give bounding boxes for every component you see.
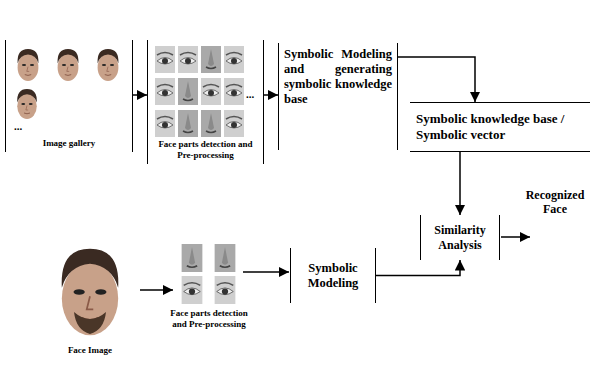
part-thumbnail: [178, 78, 198, 105]
process-box: Similarity Analysis: [420, 215, 500, 260]
query-face: [62, 249, 119, 336]
text-block: Face parts detection and Pre-processing: [151, 139, 260, 161]
input-label: Face Image: [50, 345, 130, 356]
part-thumbnail: [201, 78, 221, 105]
part-thumbnail: [178, 110, 198, 137]
node-text: Similarity Analysis: [424, 223, 496, 252]
node-text: Image gallery: [9, 138, 129, 149]
text-block: Similarity Analysis: [424, 223, 496, 252]
ellipsis: ...: [246, 88, 262, 101]
part-thumbnail: [215, 244, 236, 272]
part-thumbnail: [201, 46, 221, 73]
flow-arrow: [243, 271, 289, 273]
part-thumbnail: [182, 276, 203, 304]
process-box: Face parts detection and Pre-processing: [147, 40, 264, 164]
flow-arrow: [459, 152, 461, 215]
part-thumbnail: [182, 244, 203, 272]
node-text: Face parts detection and Pre-processing: [151, 139, 260, 161]
part-thumbnail: [224, 78, 244, 105]
part-thumbnail: [155, 46, 175, 73]
text-block: Symbolic knowledge base / Symbolic vecto…: [416, 111, 584, 142]
beard: [74, 312, 106, 334]
gallery-box: Image gallery: [5, 40, 133, 152]
part-thumbnail: [224, 46, 244, 73]
flow-arrow: [398, 57, 475, 102]
text-block: Symbolic Modeling: [294, 261, 372, 291]
gallery-face: [58, 49, 79, 81]
process-box: Symbolic Modeling: [290, 248, 376, 303]
part-thumbnail: [178, 46, 198, 73]
node-text: Symbolic Modeling and generating symboli…: [284, 47, 392, 107]
gallery-face: [18, 49, 39, 81]
step-label: Face parts detection and Pre-processing: [163, 308, 255, 330]
part-thumbnail: [155, 78, 175, 105]
process-box: Symbolic Modeling and generating symboli…: [278, 43, 398, 150]
text-block: Image gallery: [9, 138, 129, 149]
gallery-face: [17, 89, 37, 119]
part-thumbnail: [201, 110, 221, 137]
text-block: Symbolic Modeling and generating symboli…: [284, 47, 392, 107]
part-thumbnail: [155, 110, 175, 137]
flow-arrow: [133, 94, 147, 96]
output-label: Recognized Face: [518, 188, 592, 217]
node-text: Symbolic knowledge base / Symbolic vecto…: [416, 111, 584, 142]
part-thumbnail: [224, 110, 244, 137]
flow-arrow: [501, 236, 530, 238]
flow-arrow: [264, 94, 278, 96]
part-thumbnail: [215, 276, 236, 304]
flow-arrow: [376, 260, 460, 276]
data-store: Symbolic knowledge base / Symbolic vecto…: [410, 102, 590, 152]
flow-arrow: [140, 289, 173, 291]
gallery-face: [98, 49, 119, 81]
ellipsis: ...: [14, 120, 44, 133]
node-text: Symbolic Modeling: [294, 261, 372, 291]
